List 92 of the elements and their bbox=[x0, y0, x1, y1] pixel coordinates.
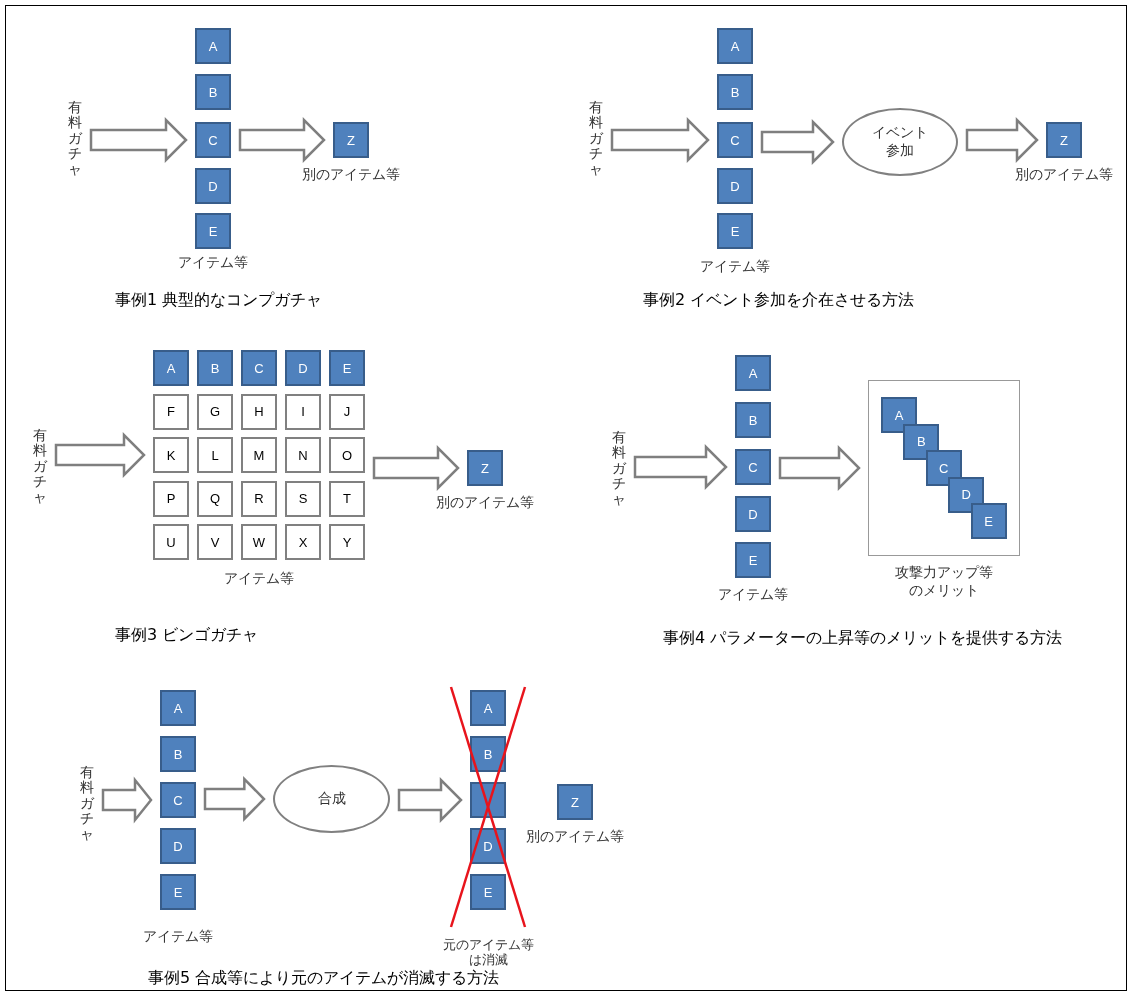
grid-cell: K bbox=[153, 437, 189, 473]
grid-cell: Y bbox=[329, 524, 365, 560]
grid-cell: I bbox=[285, 393, 321, 430]
block-arrow bbox=[101, 776, 153, 824]
item-tile: A bbox=[470, 690, 506, 726]
block-arrow bbox=[372, 445, 460, 491]
block-arrow bbox=[54, 432, 146, 478]
item-tile: C bbox=[717, 122, 753, 158]
item-tile: D bbox=[160, 828, 196, 864]
item-tile: Z bbox=[333, 122, 369, 158]
block-arrow bbox=[397, 777, 463, 823]
item-caption: アイテム等 bbox=[700, 258, 770, 276]
item-tile: E bbox=[735, 542, 771, 578]
item-tile: A bbox=[881, 397, 917, 433]
item-tile: C bbox=[160, 782, 196, 818]
block-arrow bbox=[238, 117, 326, 163]
item-caption: 別のアイテム等 bbox=[436, 494, 534, 512]
item-tile: D bbox=[948, 476, 985, 513]
item-caption: アイテム等 bbox=[224, 570, 294, 588]
item-tile: E bbox=[160, 874, 196, 910]
caption-text: 攻撃力アップ等のメリット bbox=[894, 563, 994, 600]
case-title: 事例4 パラメーターの上昇等のメリットを提供する方法 bbox=[663, 628, 1063, 648]
process-ellipse: イベント参加 bbox=[842, 108, 958, 176]
item-caption: アイテム等 bbox=[178, 254, 248, 272]
grid-cell: G bbox=[197, 393, 233, 430]
grid-cell: Q bbox=[197, 480, 233, 517]
vertical-label: 有料ガチャ bbox=[33, 428, 47, 505]
item-tile: B bbox=[903, 423, 940, 460]
item-tile: E bbox=[717, 213, 753, 249]
item-tile: Z bbox=[1046, 122, 1082, 158]
block-arrow bbox=[760, 119, 835, 165]
grid-cell: U bbox=[153, 524, 189, 560]
block-arrow bbox=[778, 445, 861, 491]
block-arrow bbox=[633, 444, 728, 490]
grid-cell: P bbox=[153, 480, 189, 517]
item-tile: A bbox=[195, 28, 231, 64]
grid-cell: S bbox=[285, 480, 321, 517]
vertical-label: 有料ガチャ bbox=[612, 430, 626, 507]
item-tile: C bbox=[735, 449, 771, 485]
item-tile: B bbox=[470, 736, 506, 772]
item-tile: B bbox=[197, 350, 233, 386]
case-title: 事例1 典型的なコンプガチャ bbox=[115, 290, 323, 310]
item-tile: B bbox=[717, 74, 753, 110]
item-tile: B bbox=[160, 736, 196, 772]
vertical-label: 有料ガチャ bbox=[68, 100, 82, 177]
grid-cell: L bbox=[197, 437, 233, 473]
item-tile: A bbox=[735, 355, 771, 391]
item-tile: C bbox=[241, 350, 277, 386]
item-caption: 元のアイテム等は消滅 bbox=[441, 938, 535, 968]
process-ellipse: 合成 bbox=[273, 765, 390, 833]
grid-cell: J bbox=[329, 393, 365, 430]
item-tile: A bbox=[717, 28, 753, 64]
grid-cell: N bbox=[285, 437, 321, 473]
item-tile: D bbox=[717, 168, 753, 204]
grid-cell: R bbox=[241, 480, 277, 517]
grid-cell: M bbox=[241, 437, 277, 473]
item-tile: E bbox=[970, 503, 1007, 539]
item-caption: 別のアイテム等 bbox=[302, 166, 400, 184]
item-caption: アイテム等 bbox=[718, 586, 788, 604]
grid-cell: T bbox=[329, 480, 365, 517]
case-title: 事例2 イベント参加を介在させる方法 bbox=[643, 290, 915, 310]
block-arrow bbox=[89, 117, 188, 163]
item-tile: E bbox=[470, 874, 506, 910]
block-arrow bbox=[965, 117, 1039, 163]
grid-cell: H bbox=[241, 393, 277, 430]
case-title: 事例3 ビンゴガチャ bbox=[115, 625, 259, 645]
item-tile: E bbox=[195, 213, 231, 249]
item-tile: Z bbox=[467, 450, 503, 486]
grid-cell: F bbox=[153, 393, 189, 430]
grid-cell: V bbox=[197, 524, 233, 560]
grid-cell: W bbox=[241, 524, 277, 560]
item-tile: A bbox=[153, 350, 189, 386]
item-tile: A bbox=[160, 690, 196, 726]
item-tile: Z bbox=[557, 784, 593, 820]
item-tile: B bbox=[735, 402, 771, 438]
case-title: 事例5 合成等により元のアイテムが消滅する方法 bbox=[148, 968, 500, 988]
item-tile: D bbox=[735, 496, 771, 532]
item-caption: アイテム等 bbox=[143, 928, 213, 946]
block-arrow bbox=[610, 117, 710, 163]
block-arrow bbox=[203, 775, 266, 823]
grid-cell: X bbox=[285, 524, 321, 560]
vertical-label: 有料ガチャ bbox=[589, 100, 603, 177]
item-tile: D bbox=[285, 350, 321, 386]
item-tile: E bbox=[329, 350, 365, 386]
item-tile: D bbox=[195, 168, 231, 204]
item-tile: C bbox=[925, 450, 962, 486]
vertical-label: 有料ガチャ bbox=[80, 765, 94, 842]
item-tile: C bbox=[195, 122, 231, 158]
item-tile: B bbox=[195, 74, 231, 110]
item-caption: 別のアイテム等 bbox=[1015, 166, 1113, 184]
item-caption: 別のアイテム等 bbox=[526, 828, 624, 846]
grid-cell: O bbox=[329, 437, 365, 473]
